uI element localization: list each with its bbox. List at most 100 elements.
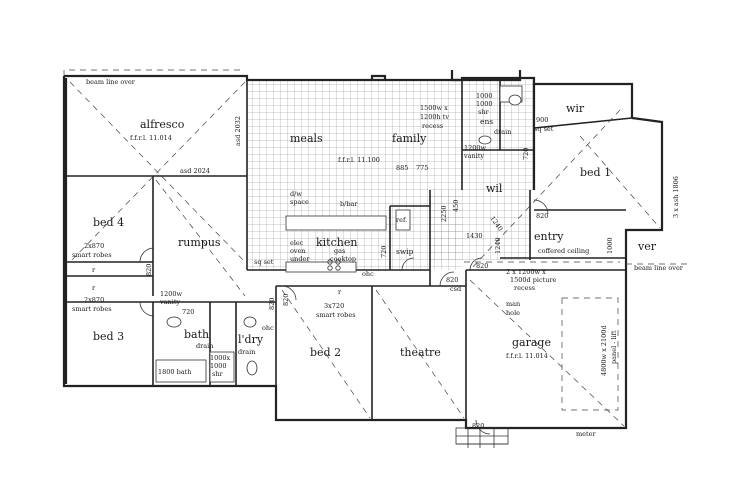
family-floor-level: f.f.r.l. 11.100 xyxy=(338,156,380,164)
robes-note-a: 2x870 xyxy=(84,242,104,250)
room-label-laundry: l'dry xyxy=(238,333,264,346)
dim-1000: 1000 xyxy=(606,237,614,254)
dim-820-e: 820 xyxy=(282,294,290,306)
dim-775: 775 xyxy=(416,164,428,172)
oven-note-1: elec xyxy=(290,239,304,247)
bath-shower-note-2: 1000 xyxy=(210,362,227,370)
room-label-ver: ver xyxy=(637,240,657,253)
meter-note: meter xyxy=(576,430,596,438)
shower-1000-note: 1000 xyxy=(476,92,493,100)
bath-fixtures xyxy=(155,85,523,383)
tv-recess-note-2: 1200h tv xyxy=(420,113,449,121)
room-label-garage: garage xyxy=(512,336,551,349)
bath-shower-note-1: 1000x xyxy=(210,354,231,362)
bath-vanity-note-2: vanity xyxy=(159,298,180,306)
roof-lines xyxy=(63,69,690,427)
dim-450: 450 xyxy=(452,200,460,212)
room-label-bed-3: bed 3 xyxy=(93,330,124,343)
room-label-alfresco: alfresco xyxy=(140,118,185,131)
smart-robes-note-b: smart robes xyxy=(72,305,112,313)
room-label-bed-2: bed 2 xyxy=(310,346,341,359)
picture-recess-note-1: 2 x 1200w x xyxy=(506,268,546,276)
robes-note-c: 3x720 xyxy=(324,302,344,310)
robes-note-b: 2x870 xyxy=(84,296,104,304)
room-label-bath: bath xyxy=(184,328,209,341)
front-steps xyxy=(455,427,509,448)
coffered-ceiling-note: coffered ceiling xyxy=(538,247,589,255)
room-label-wir: wir xyxy=(566,102,585,115)
asd-2032-note: asd 2032 xyxy=(234,116,242,146)
bath-drain-note: drain xyxy=(196,342,213,350)
tv-recess-note-3: recess xyxy=(422,122,443,130)
room-label-theatre: theatre xyxy=(400,346,441,359)
bath-shower-note-3: shr xyxy=(212,370,224,378)
smart-robes-note-a: smart robes xyxy=(72,251,112,259)
breakfast-bar-note: b/bar xyxy=(340,200,358,208)
shower-1000b-note: 1000 xyxy=(476,100,493,108)
oven-note-3: under xyxy=(290,255,310,263)
picture-recess-note-3: recess xyxy=(514,284,535,292)
room-label-bed-4: bed 4 xyxy=(93,216,124,229)
exterior-walls xyxy=(62,70,664,430)
manhole-note-2: hole xyxy=(506,309,520,317)
dim-900: 900 xyxy=(536,116,548,124)
room-label-swip: swip xyxy=(396,247,414,256)
dim-820-a: 820 xyxy=(536,212,548,220)
tv-recess-note-1: 1500w x xyxy=(420,104,448,112)
smart-robes-note-c: smart robes xyxy=(316,311,356,319)
dim-820-b: 820 xyxy=(476,262,488,270)
dishwasher-space-1: d/w xyxy=(290,190,302,198)
dim-820-c: 820 xyxy=(446,276,458,284)
dim-820-d: 820 xyxy=(145,264,153,276)
ensuite-drain-note: drain xyxy=(494,128,511,136)
sq-set-note-2: sq set xyxy=(254,258,274,266)
dim-1430: 1430 xyxy=(466,232,483,240)
garage-floor-level: f.f.r.l. 11.014 xyxy=(506,352,548,360)
bath-vanity-note-1: 1200w xyxy=(160,290,183,298)
room-label-kitchen: kitchen xyxy=(316,236,357,249)
sq-set-note-1: sq set xyxy=(534,125,554,133)
robe-r-b: r xyxy=(92,284,96,292)
room-label-meals: meals xyxy=(290,132,323,145)
dishwasher-space-2: space xyxy=(290,198,309,206)
room-label-ensuite: ens xyxy=(480,117,493,126)
manhole-note-1: man xyxy=(506,300,520,308)
cavity-slider-note: csd xyxy=(450,285,461,293)
asd-2024-note: asd 2024 xyxy=(180,167,210,175)
dim-720-c: 720 xyxy=(182,308,194,316)
overhead-cupboard-note-2: ohc xyxy=(262,324,274,332)
dim-720-a: 720 xyxy=(522,148,530,160)
dim-820-f: 820 xyxy=(268,298,276,310)
vanity-1200-note-1: 1200w xyxy=(464,144,487,152)
garage-door-note-2: panel - lift xyxy=(610,330,618,364)
dim-885: 885 xyxy=(396,164,408,172)
dim-2250: 2250 xyxy=(440,205,448,222)
room-label-wil: wil xyxy=(486,182,503,195)
room-label-entry: entry xyxy=(534,230,564,243)
bath-1800-note: 1800 bath xyxy=(158,368,191,376)
garage-door-note-1: 4800w x 2100d xyxy=(600,325,608,376)
picture-recess-note-2: 1500d picture xyxy=(510,276,557,284)
alfresco-floor-level: f.f.r.l. 11.014 xyxy=(130,134,172,142)
laundry-drain-note: drain xyxy=(238,348,255,356)
shower-note: shr xyxy=(478,108,490,116)
dim-1240b: 1240 xyxy=(494,237,502,254)
dim-820-g: 820 xyxy=(472,422,484,430)
window-3x-note: 3 x ash 1806 xyxy=(672,176,680,218)
vanity-1200-note-2: vanity xyxy=(463,152,484,160)
beam-line-note-top: beam line over xyxy=(86,78,136,86)
cooktop-note-2: cooktop xyxy=(330,255,356,263)
robe-r-c: r xyxy=(338,288,342,296)
fridge-label: ref. xyxy=(396,216,407,224)
oven-note-2: oven xyxy=(290,247,306,255)
room-label-rumpus: rumpus xyxy=(178,236,221,249)
overhead-cupboard-note-1: ohc xyxy=(362,270,374,278)
room-label-family: family xyxy=(392,132,427,145)
robe-r-a: r xyxy=(92,266,96,274)
cooktop-note-1: gas xyxy=(334,247,345,255)
dim-720-b: 720 xyxy=(380,246,388,258)
beam-line-note-right: beam line over xyxy=(634,264,684,272)
room-label-bed-1: bed 1 xyxy=(580,166,611,179)
kitchen-benches xyxy=(285,209,411,273)
